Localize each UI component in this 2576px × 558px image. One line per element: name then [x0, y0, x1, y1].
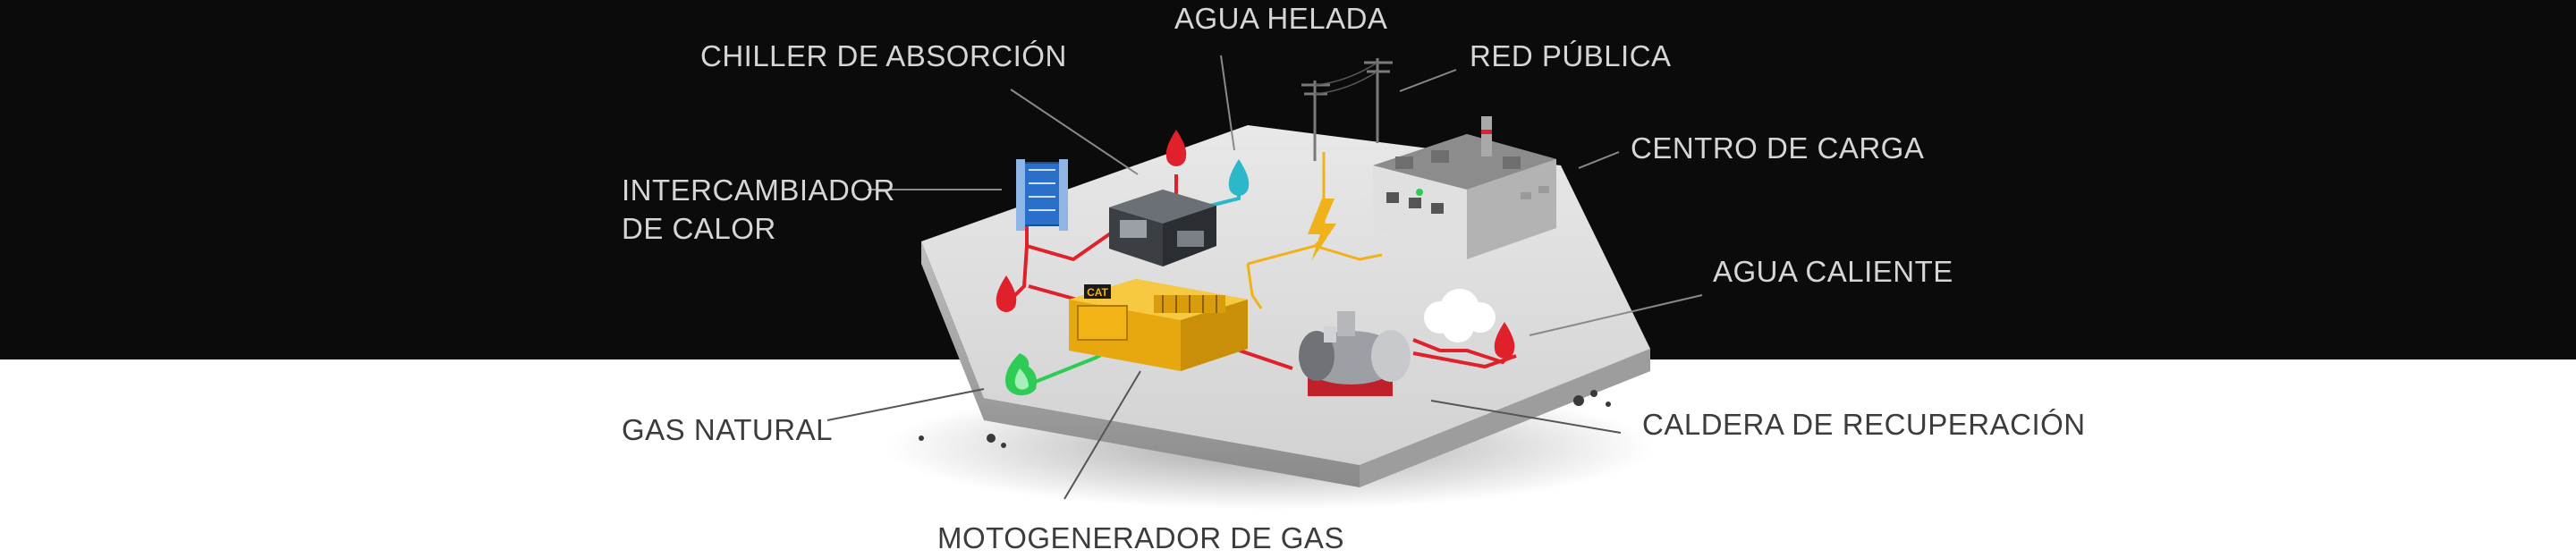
label-load-center: CENTRO DE CARGA	[1631, 131, 1925, 165]
gas-engine-icon: CAT	[1069, 279, 1248, 371]
platform-side-right	[1360, 349, 1650, 487]
label-hot-water: AGUA CALIENTE	[1713, 255, 1953, 288]
rubble-icon	[919, 390, 1611, 448]
label-chiller: CHILLER DE ABSORCIÓN	[700, 39, 1067, 72]
leader-lines	[826, 55, 1703, 500]
heat-exchanger-icon	[1016, 159, 1068, 231]
lightning-bolt-icon	[1308, 199, 1336, 261]
label-chilled-water: AGUA HELADA	[1174, 2, 1388, 35]
steam-cloud-icon	[1424, 289, 1496, 342]
label-heat-exchanger-line2: DE CALOR	[622, 212, 776, 245]
engine-badge: CAT	[1087, 286, 1108, 299]
label-gas-genset: MOTOGENERADOR DE GAS	[937, 521, 1344, 554]
water-drop-icon	[996, 130, 1515, 359]
power-pole-icon	[1301, 58, 1393, 161]
factory-building-icon	[1373, 116, 1556, 259]
label-recovery-boiler: CALDERA DE RECUPERACIÓN	[1642, 408, 2086, 441]
gas-flame-icon	[1005, 353, 1037, 396]
label-heat-exchanger-line1: INTERCAMBIADOR	[622, 173, 895, 207]
chiller-icon	[1109, 190, 1216, 266]
label-grid: RED PÚBLICA	[1470, 39, 1672, 72]
label-natural-gas: GAS NATURAL	[622, 413, 833, 446]
boiler-icon	[1299, 311, 1411, 396]
